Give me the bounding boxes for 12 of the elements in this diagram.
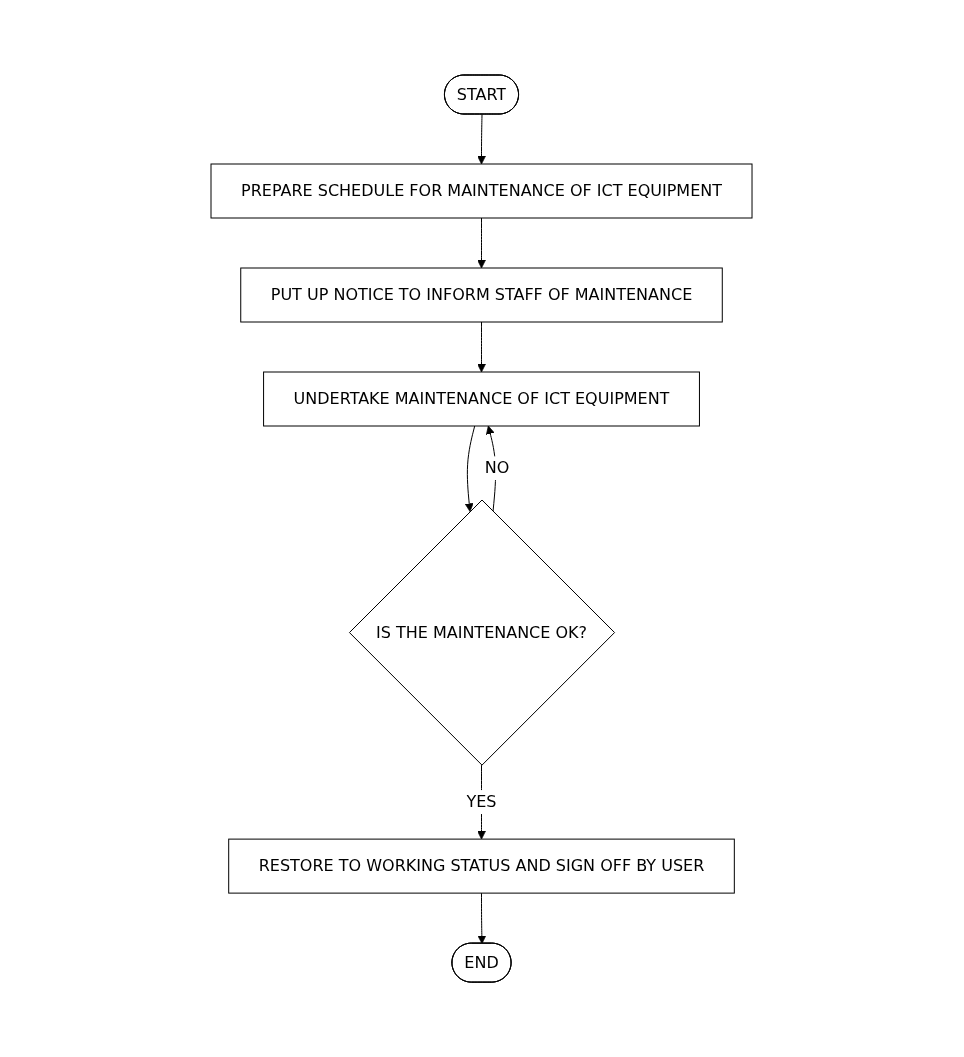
edge-label: YES: [466, 792, 498, 812]
node-box: PREPARE SCHEDULE FOR MAINTENANCE OF ICT EQUIPMENT: [211, 163, 753, 219]
node-box: RESTORE TO WORKING STATUS AND SIGN OFF BY USER: [228, 838, 736, 894]
arrow: [477, 321, 487, 373]
arrow: [477, 892, 487, 944]
arrow: [465, 425, 476, 512]
edge-label: NO: [485, 458, 510, 478]
node-box: UNDERTAKE MAINTENANCE OF ICT EQUIPMENT: [263, 371, 701, 427]
arrow: [477, 113, 487, 165]
node-diamond: IS THE MAINTENANCE OK?: [349, 499, 616, 766]
arrow: [477, 217, 487, 269]
node-box: PUT UP NOTICE TO INFORM STAFF OF MAINTENANCE: [240, 267, 724, 323]
